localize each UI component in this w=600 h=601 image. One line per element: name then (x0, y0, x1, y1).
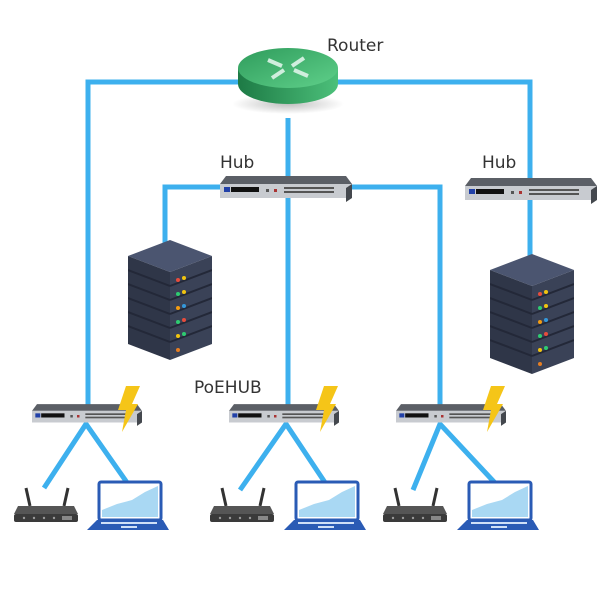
wifi-router-icon[interactable] (381, 486, 447, 524)
laptop-icon[interactable] (87, 480, 169, 532)
wire-poe3-devices (410, 419, 498, 491)
router-label: Router (327, 36, 383, 56)
hub-left-label: Hub (220, 153, 254, 173)
server-left-icon[interactable] (128, 240, 212, 360)
wire-router-right (338, 79, 533, 182)
wire-hub-poe-right (350, 184, 443, 408)
laptop-icon[interactable] (284, 480, 366, 532)
laptop-icon[interactable] (457, 480, 539, 532)
wire-poe1-devices (41, 419, 131, 490)
router-arrows-icon (267, 56, 309, 80)
server-right-icon[interactable] (490, 254, 574, 374)
wire-hub-server (162, 184, 222, 250)
wifi-router-icon[interactable] (208, 486, 274, 524)
wire-router-left (85, 79, 240, 408)
poe-hub-label: PoEHUB (194, 378, 262, 398)
core-router[interactable] (232, 48, 344, 114)
hub-right-label: Hub (482, 153, 516, 173)
connection-wires (41, 79, 533, 492)
wifi-router-icon[interactable] (12, 486, 78, 524)
wire-poe2-devices (237, 419, 329, 492)
